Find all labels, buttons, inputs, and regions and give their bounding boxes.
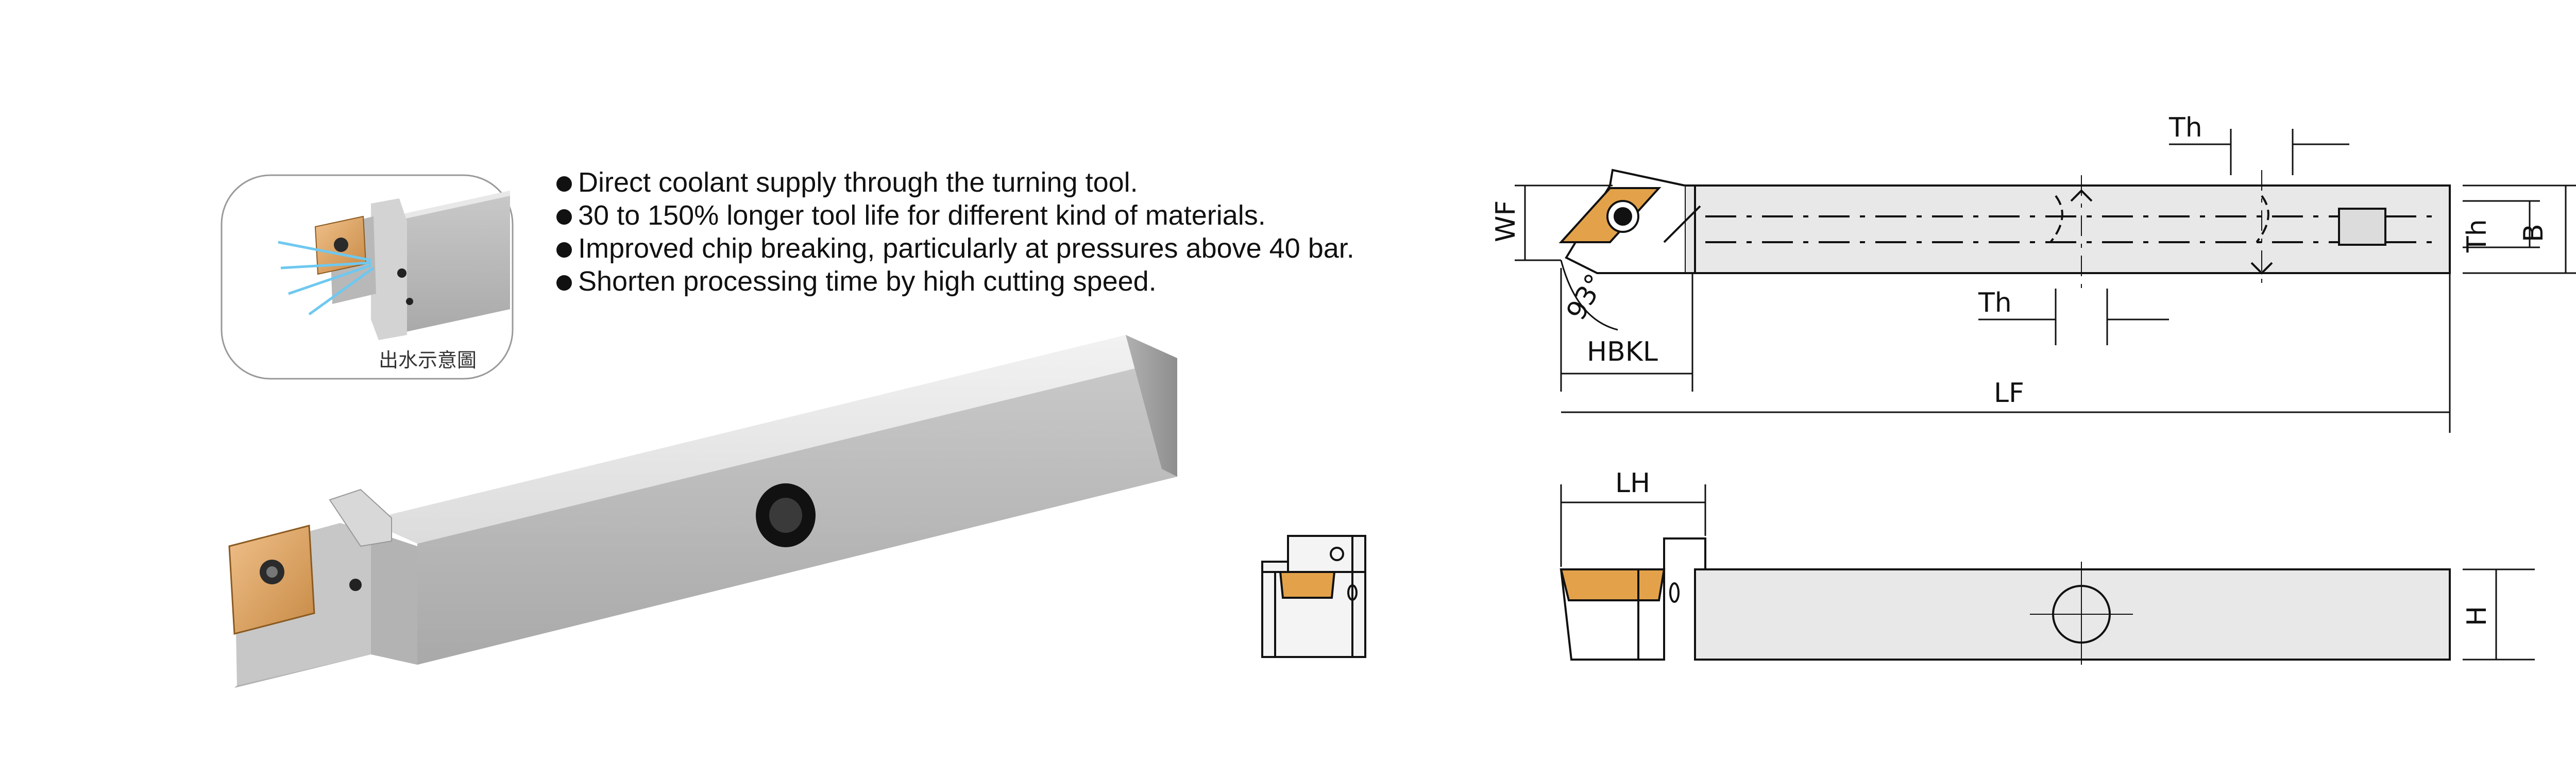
dim-angle: 93° [1561,269,1611,326]
dim-lf: LF [1994,378,2024,409]
bullet-icon [556,275,572,291]
dim-hbkl: HBKL [1587,336,1658,367]
coolant-jets-icon [278,241,375,316]
top-view-dimensions [1515,129,2576,433]
feature-item: 30 to 150% longer tool life for differen… [556,199,1354,232]
tool-holder-3d [228,335,1177,688]
end-view [1261,535,1366,658]
side-view-dimensions [1560,484,2535,661]
dim-b: B [2518,224,2549,242]
inset-caption: 出水示意圖 [379,349,477,372]
bullet-icon [556,242,572,258]
dim-th-bottom: Th [1978,288,2012,318]
top-view-drawing [1558,169,2451,294]
feature-item: Shorten processing time by high cutting … [556,265,1354,298]
feature-item: Direct coolant supply through the turnin… [556,166,1354,199]
side-insert [1560,568,1666,601]
bullet-icon [556,176,572,192]
coolant-inset [221,174,514,380]
dim-th-top: Th [2168,112,2202,143]
feature-list: Direct coolant supply through the turnin… [556,166,1354,298]
dim-h: H [2462,606,2493,626]
dim-wf: WF [1490,200,1521,242]
bullet-icon [556,209,572,225]
side-view-drawing [1560,537,2451,665]
dim-lh: LH [1615,468,1650,499]
feature-item: Improved chip breaking, particularly at … [556,232,1354,265]
dim-th-right: Th [2462,219,2493,253]
